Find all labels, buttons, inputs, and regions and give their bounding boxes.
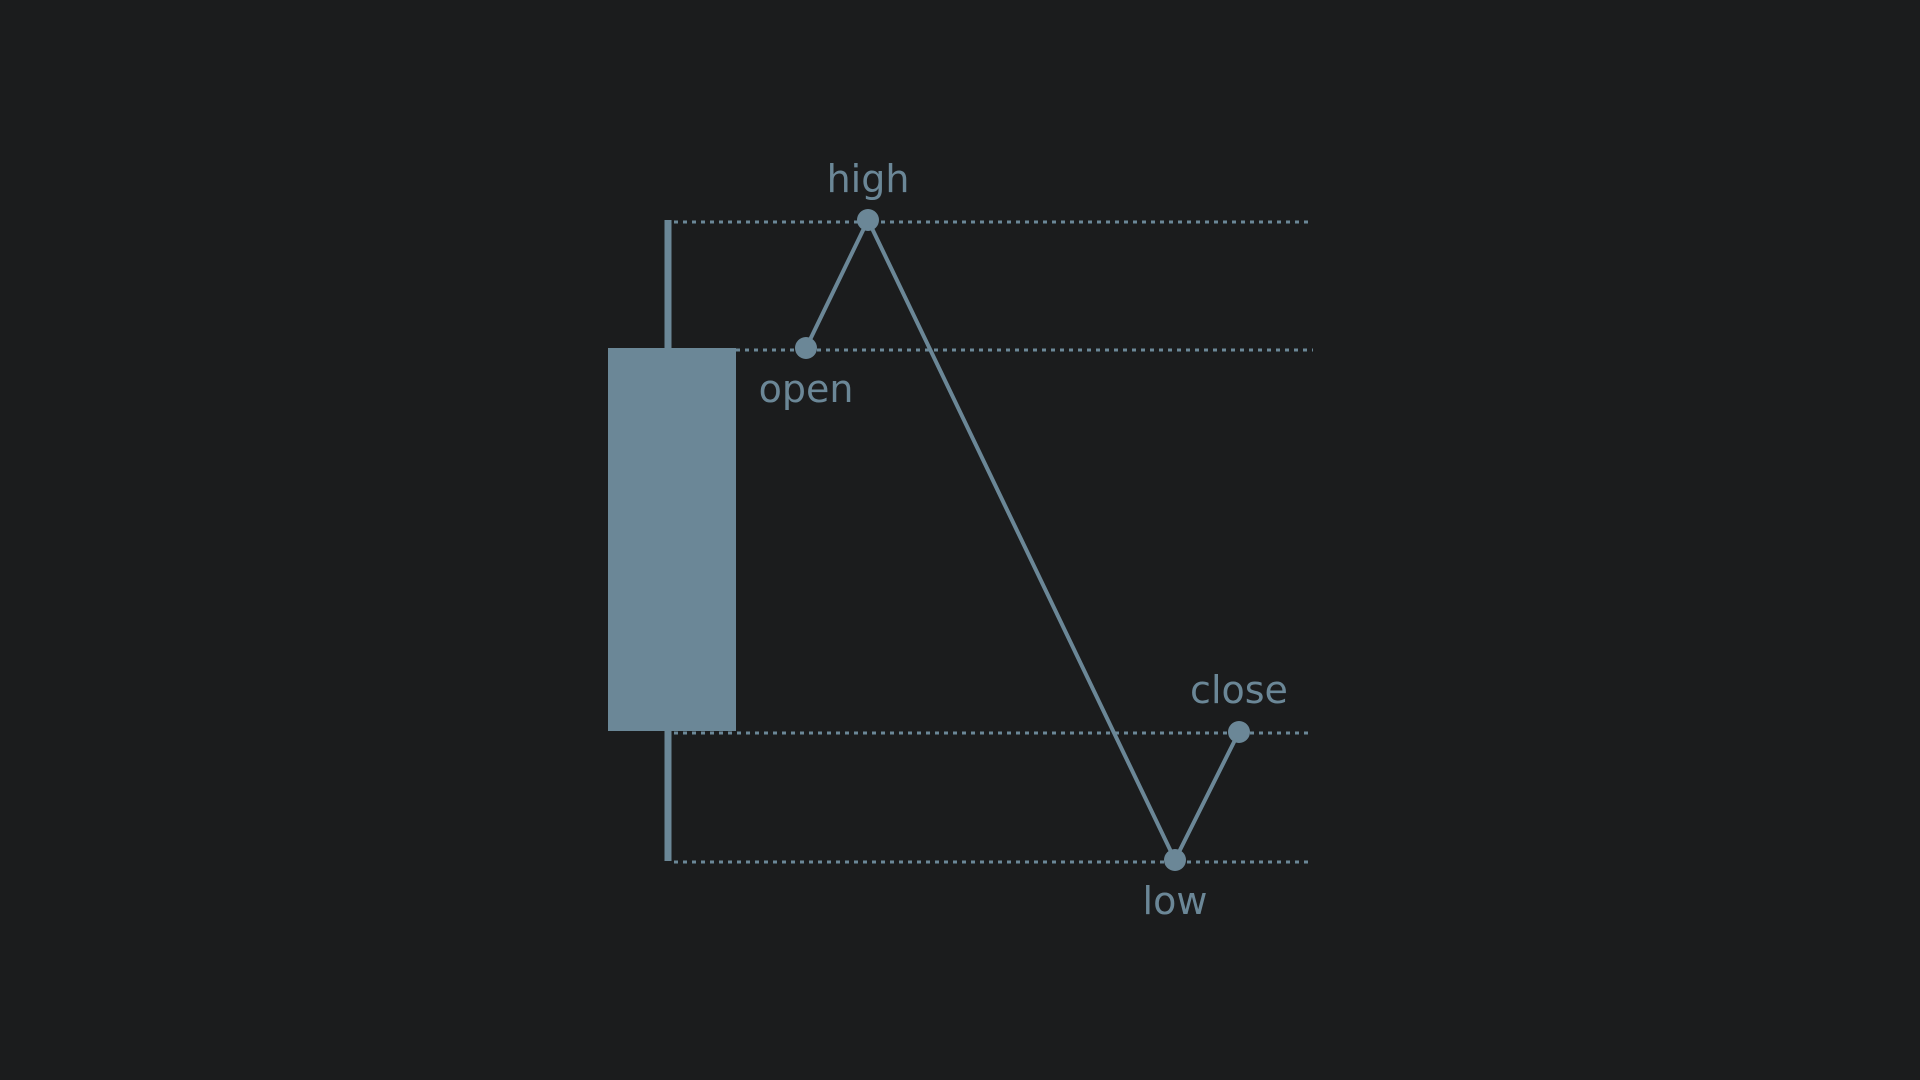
close-label: close [1190, 668, 1288, 712]
low-point [1164, 849, 1186, 871]
high-point [857, 209, 879, 231]
candle-body [608, 348, 736, 731]
close-point [1228, 721, 1250, 743]
price-path [804, 218, 1241, 862]
open-label: open [759, 367, 854, 411]
high-label: high [827, 157, 910, 201]
open-point [795, 337, 817, 359]
low-label: low [1143, 879, 1208, 923]
